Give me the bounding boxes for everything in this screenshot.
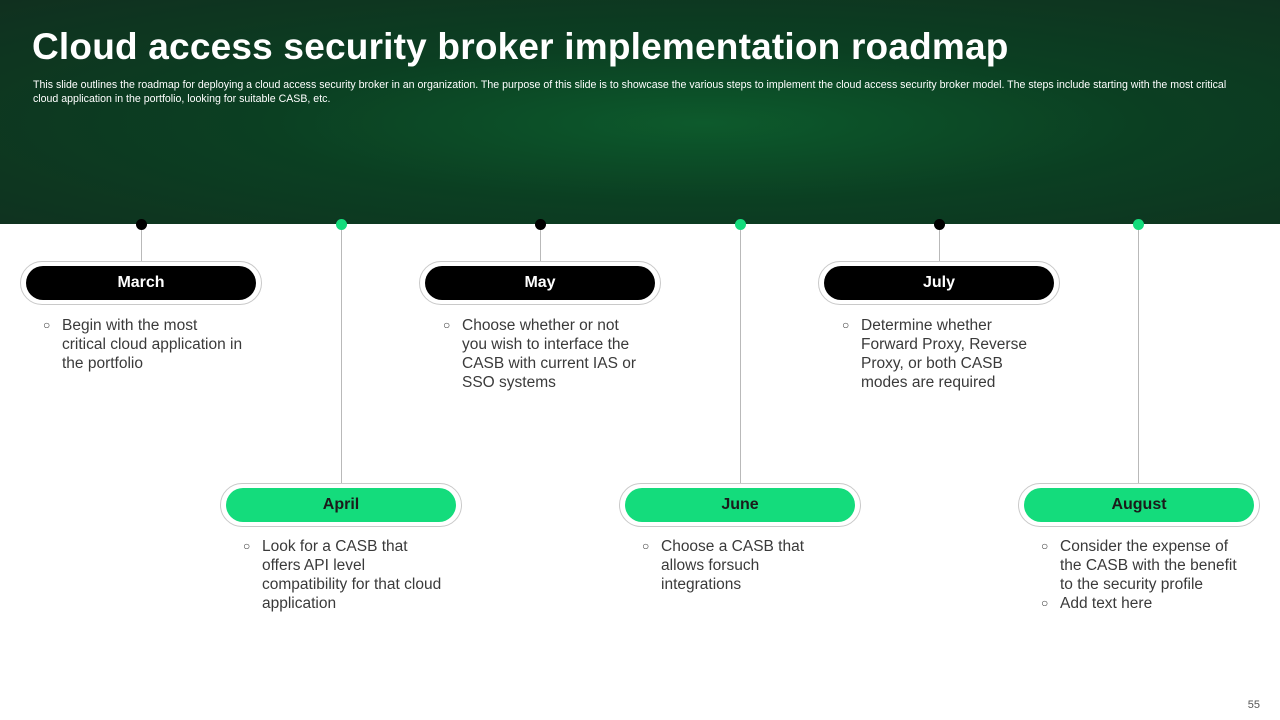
timeline-dot-may <box>535 219 546 230</box>
list-item: ○ Choose a CASB that allows forsuch inte… <box>642 537 842 594</box>
point-text: Look for a CASB that offers API level co… <box>262 538 442 612</box>
milestone-description-may: ○ Choose whether or not you wish to inte… <box>443 316 643 392</box>
connector-line-june <box>740 230 741 483</box>
list-item: ○ Determine whether Forward Proxy, Rever… <box>842 316 1042 392</box>
milestone-july: July <box>818 261 1060 305</box>
month-label-july: July <box>824 266 1054 300</box>
point-text: Determine whether Forward Proxy, Reverse… <box>861 317 1027 391</box>
hollow-circle-bullet-icon: ○ <box>443 318 451 332</box>
milestone-description-april: ○ Look for a CASB that offers API level … <box>243 537 443 613</box>
hollow-circle-bullet-icon: ○ <box>1041 539 1049 553</box>
hollow-circle-bullet-icon: ○ <box>43 318 51 332</box>
month-label-june: June <box>625 488 855 522</box>
point-text: Add text here <box>1060 595 1153 612</box>
point-text: Choose a CASB that allows forsuch integr… <box>661 538 805 593</box>
page-number: 55 <box>1247 699 1260 711</box>
page-title: Cloud access security broker implementat… <box>32 26 1009 67</box>
list-item: ○ Begin with the most critical cloud app… <box>43 316 243 373</box>
page-subtitle: This slide outlines the roadmap for depl… <box>33 79 1227 105</box>
connector-line-july <box>939 230 940 261</box>
timeline-dot-march <box>136 219 147 230</box>
month-label-august: August <box>1024 488 1254 522</box>
hollow-circle-bullet-icon: ○ <box>243 539 251 553</box>
connector-line-may <box>540 230 541 261</box>
month-label-april: April <box>226 488 456 522</box>
milestone-may: May <box>419 261 661 305</box>
list-item: ○ Choose whether or not you wish to inte… <box>443 316 643 392</box>
header-banner: Cloud access security broker implementat… <box>0 0 1280 224</box>
hollow-circle-bullet-icon: ○ <box>642 539 650 553</box>
milestone-august: August <box>1018 483 1260 527</box>
connector-line-august <box>1138 230 1139 483</box>
timeline-dot-august <box>1133 219 1144 230</box>
milestone-description-march: ○ Begin with the most critical cloud app… <box>43 316 243 373</box>
point-text: Choose whether or not you wish to interf… <box>462 317 637 391</box>
list-item: ○ Look for a CASB that offers API level … <box>243 537 443 613</box>
connector-line-march <box>141 230 142 261</box>
hollow-circle-bullet-icon: ○ <box>1041 596 1049 610</box>
month-label-march: March <box>26 266 256 300</box>
milestone-description-august: ○ Consider the expense of the CASB with … <box>1041 537 1241 613</box>
milestone-description-june: ○ Choose a CASB that allows forsuch inte… <box>642 537 842 594</box>
timeline-dot-april <box>336 219 347 230</box>
milestone-april: April <box>220 483 462 527</box>
timeline-dot-june <box>735 219 746 230</box>
milestone-description-july: ○ Determine whether Forward Proxy, Rever… <box>842 316 1042 392</box>
month-label-may: May <box>425 266 655 300</box>
point-text: Begin with the most critical cloud appli… <box>62 317 243 372</box>
list-item: ○ Consider the expense of the CASB with … <box>1041 537 1241 594</box>
hollow-circle-bullet-icon: ○ <box>842 318 850 332</box>
milestone-march: March <box>20 261 262 305</box>
timeline-dot-july <box>934 219 945 230</box>
list-item: ○ Add text here <box>1041 594 1241 613</box>
connector-line-april <box>341 230 342 483</box>
point-text: Consider the expense of the CASB with th… <box>1060 538 1237 593</box>
milestone-june: June <box>619 483 861 527</box>
